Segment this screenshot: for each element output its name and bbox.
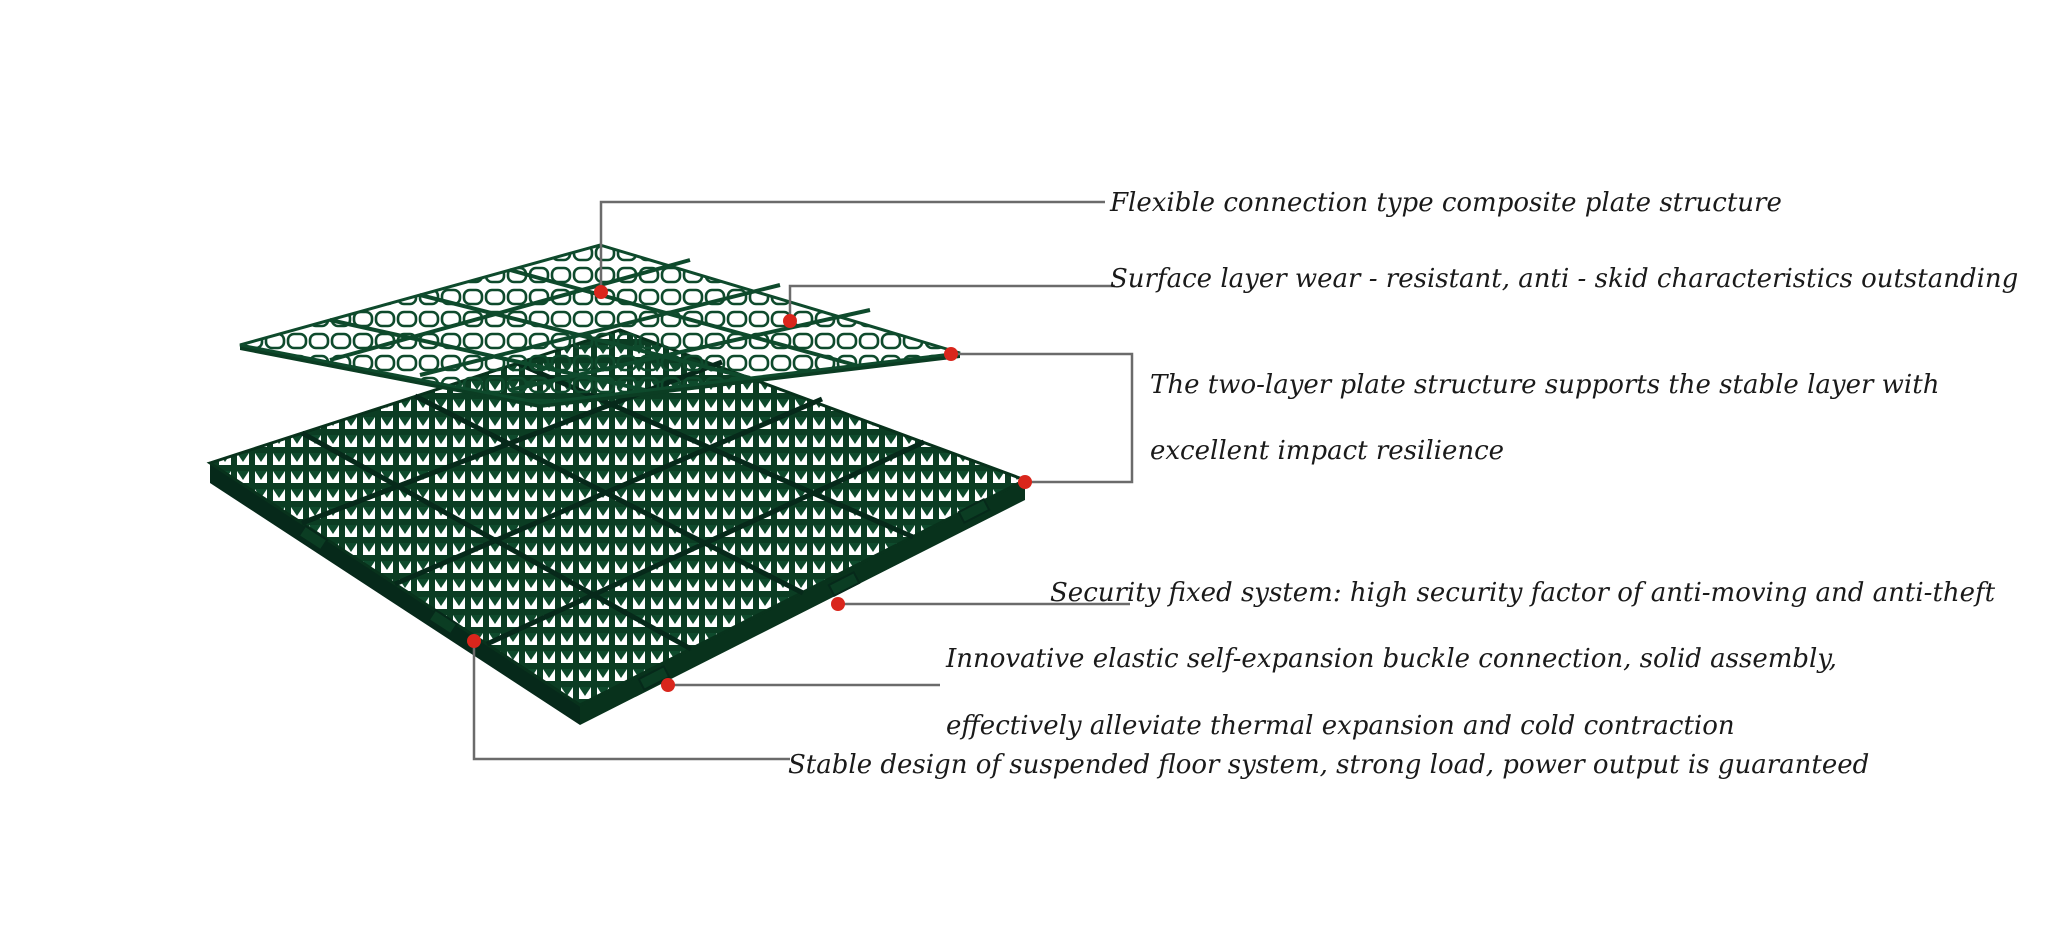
label-stable-design: Stable design of suspended floor system,… (788, 750, 1870, 780)
marker-two-layer-bottom (1018, 475, 1032, 489)
marker-flexible-connection (594, 285, 608, 299)
label-innovative-line2: effectively alleviate thermal expansion … (946, 711, 1735, 741)
bottom-tile-layer (206, 328, 1029, 725)
leader-stable-design (472, 641, 790, 761)
leader-flexible-connection (599, 200, 1105, 292)
marker-security-fixed (831, 597, 845, 611)
label-two-layer-line2: excellent impact resilience (1150, 436, 1505, 466)
marker-surface-layer (783, 314, 797, 328)
label-surface-layer: Surface layer wear - resistant, anti - s… (1110, 264, 2019, 294)
label-two-layer-line1: The two-layer plate structure supports t… (1150, 370, 1940, 400)
marker-innovative (661, 678, 675, 692)
label-flexible-connection: Flexible connection type composite plate… (1110, 188, 1782, 218)
top-layer-side (240, 345, 960, 408)
marker-stable-design (467, 634, 481, 648)
label-innovative-line1: Innovative elastic self-expansion buckle… (946, 644, 1837, 674)
leader-two-layer (951, 352, 1134, 484)
leader-lines (472, 200, 1134, 761)
marker-two-layer-top (944, 347, 958, 361)
label-security-fixed: Security fixed system: high security fac… (1050, 578, 1996, 608)
leader-surface-layer (788, 284, 1115, 321)
markers (467, 285, 1032, 692)
bottom-layer-side-right (580, 480, 1025, 725)
top-tile-layer (239, 243, 961, 408)
